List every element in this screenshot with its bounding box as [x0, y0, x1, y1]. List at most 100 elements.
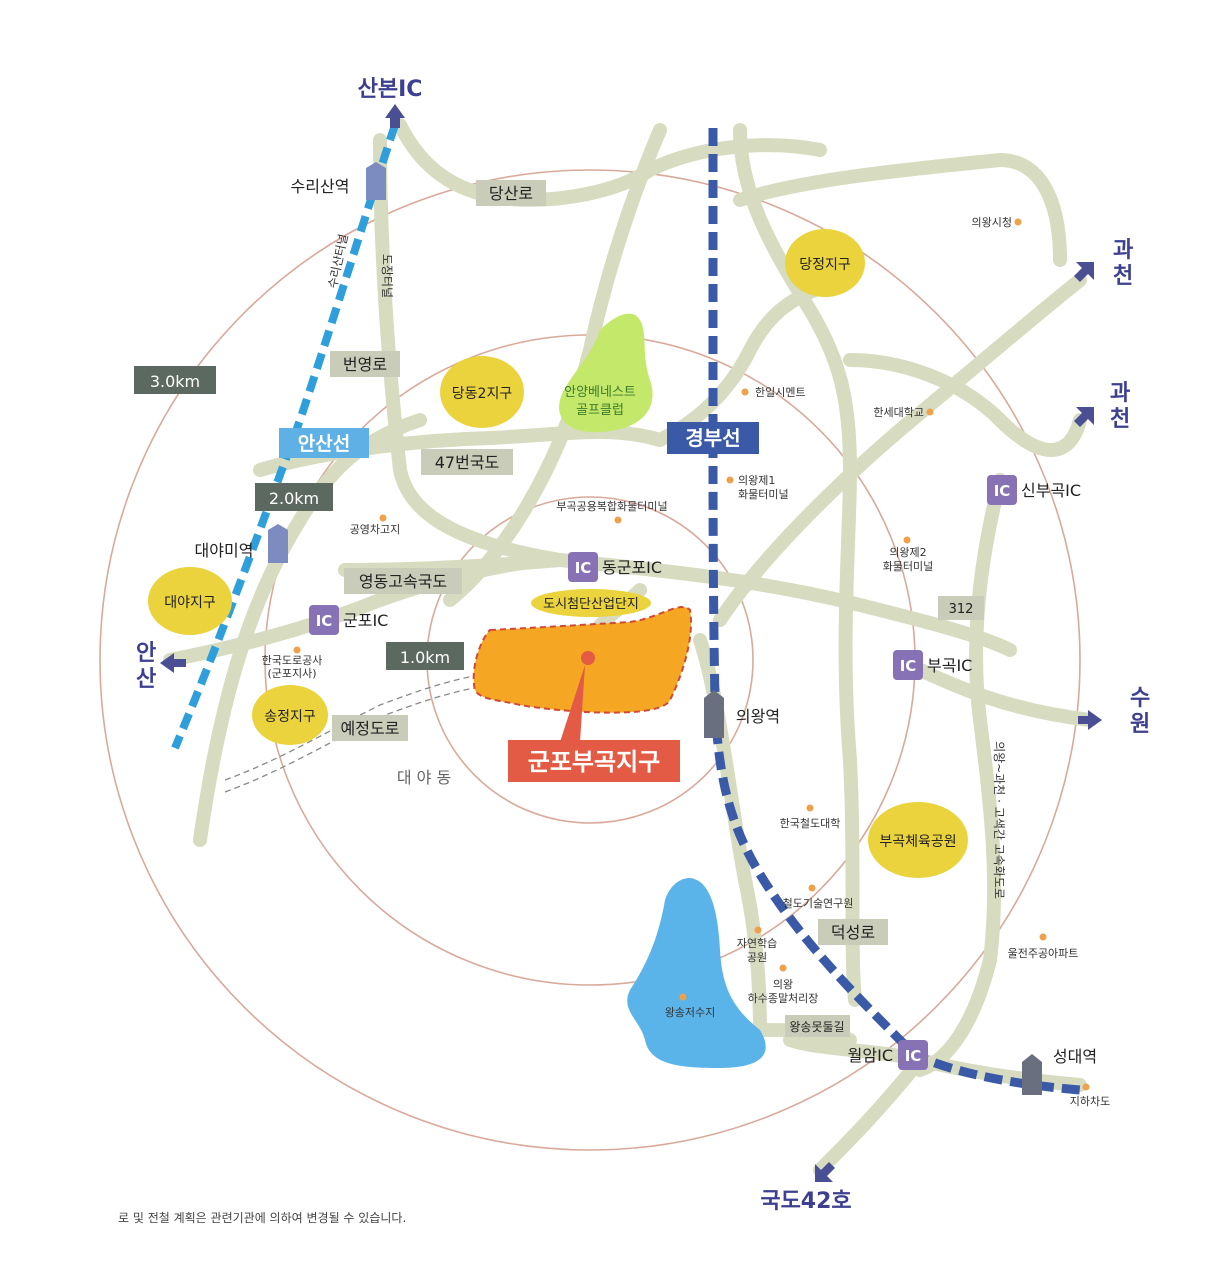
ic-badge-text: IC [316, 612, 333, 630]
site-label-box [508, 740, 680, 782]
dest-sanbon-ic: 산본IC [358, 77, 423, 102]
label-daeya: 대야지구 [164, 595, 216, 611]
wangsong-reservoir-shape [627, 878, 766, 1068]
ic-badge-text: IC [905, 1047, 922, 1065]
districts [148, 229, 968, 878]
ansan-line-box [279, 428, 369, 458]
landmark-highway-corp: 한국도로공사(군포지사) [262, 654, 323, 680]
orange-dot-icon [679, 993, 687, 1001]
label-industrial: 도시첨단산업단지 [543, 597, 639, 612]
district-daeya [148, 567, 232, 635]
landmark-railway-inst: 철도기술연구원 [783, 897, 854, 910]
landmark-uljeon: 울전주공아파트 [1008, 947, 1079, 960]
site-label: 군포부곡지구 [528, 748, 660, 776]
site-center-marker [581, 651, 595, 665]
district-industrial [531, 589, 651, 617]
district-dangdong2 [440, 356, 524, 428]
ic-dong-gunpo: 동군포IC [602, 558, 662, 577]
landmark-uiwang-cityhall: 의왕시청 [972, 216, 1012, 229]
ic-badge-icon [568, 552, 598, 582]
station-surisan: 수리산역 [291, 177, 350, 196]
landmark-wangsong: 왕송저수지 [665, 1006, 716, 1019]
landmark-gongyeong: 공영차고지 [350, 523, 401, 536]
orange-dot-icon [614, 516, 622, 524]
ic-wolam: 월암IC [848, 1046, 893, 1065]
gyeongbu-line-box [667, 422, 759, 454]
orange-dot-icon [1014, 218, 1022, 226]
direction-arrow-icon [1078, 710, 1102, 730]
ic-badges [309, 475, 1017, 1070]
road-dangsan: 당산로 [489, 184, 533, 203]
orange-dot-icon [754, 926, 762, 934]
station-pillar-icon [1022, 1054, 1042, 1095]
direction-arrows [160, 104, 1102, 1182]
district-dangjeong [785, 229, 865, 297]
label-dangdong2: 당동2지구 [452, 386, 513, 402]
station-markers [268, 162, 1042, 1095]
site-pointer [560, 665, 585, 742]
distance-1km: 1.0km [400, 648, 450, 667]
direction-arrow-icon [815, 1162, 835, 1182]
label-bugok-sports: 부곡체육공원 [879, 834, 956, 850]
landmark-railway-univ: 한국철도대학 [780, 817, 841, 830]
road-312: 312 [949, 602, 974, 617]
distance-3km: 3.0km [150, 372, 200, 391]
ic-badge-text: IC [900, 657, 917, 675]
station-pillar-icon [268, 524, 288, 563]
direction-arrow-icon [385, 104, 405, 128]
ansan-line-label: 안산선 [298, 433, 350, 455]
road-gukdo47: 47번국도 [435, 453, 500, 472]
road-beonyeong: 번영로 [343, 355, 387, 374]
station-pillar-icon [704, 690, 724, 738]
ic-sinbugok: 신부곡IC [1021, 481, 1081, 500]
district-bugok-sports [868, 802, 968, 878]
tunnel-label-b: 도장터널 [380, 254, 394, 298]
orange-dot-icon [806, 804, 814, 812]
station-daeyami: 대야미역 [195, 541, 254, 560]
ic-gunpo: 군포IC [343, 611, 388, 630]
ansan-line-track [171, 123, 399, 750]
ic-badge-text: IC [994, 482, 1011, 500]
landmark-dots [293, 218, 1090, 1091]
orange-dot-icon [779, 964, 787, 972]
ic-badge-icon [987, 475, 1017, 505]
orange-dot-icon [293, 646, 301, 654]
ic-badge-icon [309, 605, 339, 635]
tunnel-label-a: 수리산터널 [326, 233, 351, 290]
ic-badge-text: IC [575, 559, 592, 577]
gyeongbu-line-track [708, 128, 1081, 1095]
road-expressway: 의왕~과천 · 고색간 고속화도로 [992, 741, 1007, 899]
planned-road [224, 674, 481, 793]
orange-dot-icon [726, 476, 734, 484]
ic-badge-icon [893, 650, 923, 680]
landmark-hanil-cement: 한일시멘트 [755, 385, 806, 399]
orange-dot-icon [926, 408, 934, 416]
station-pillar-icon [366, 162, 386, 200]
golf-course-shape [559, 313, 653, 433]
landmark-hanse-univ: 한세대학교 [873, 406, 924, 419]
road-yeongdong: 영동고속국도 [359, 572, 447, 591]
orange-dot-icon [379, 514, 387, 522]
dest-route42: 국도42호 [760, 1189, 851, 1214]
road-wangsong-trail: 왕송못둘길 [789, 1020, 844, 1034]
ic-bugok: 부곡IC [927, 656, 972, 675]
direction-arrow-icon [1074, 407, 1094, 427]
road-label-boxes [330, 180, 984, 1037]
road-deokseong: 덕성로 [831, 923, 875, 942]
station-seongdae: 성대역 [1053, 1047, 1097, 1066]
gyeongbu-line-label: 경부선 [685, 426, 740, 450]
area-daeyadong: 대 야 동 [397, 768, 451, 787]
road-yejeong: 예정도로 [341, 719, 400, 738]
orange-dot-icon [1082, 1083, 1090, 1091]
orange-dot-icon [1039, 933, 1047, 941]
distance-2km: 2.0km [269, 489, 319, 508]
station-uiwang: 의왕역 [736, 707, 780, 726]
